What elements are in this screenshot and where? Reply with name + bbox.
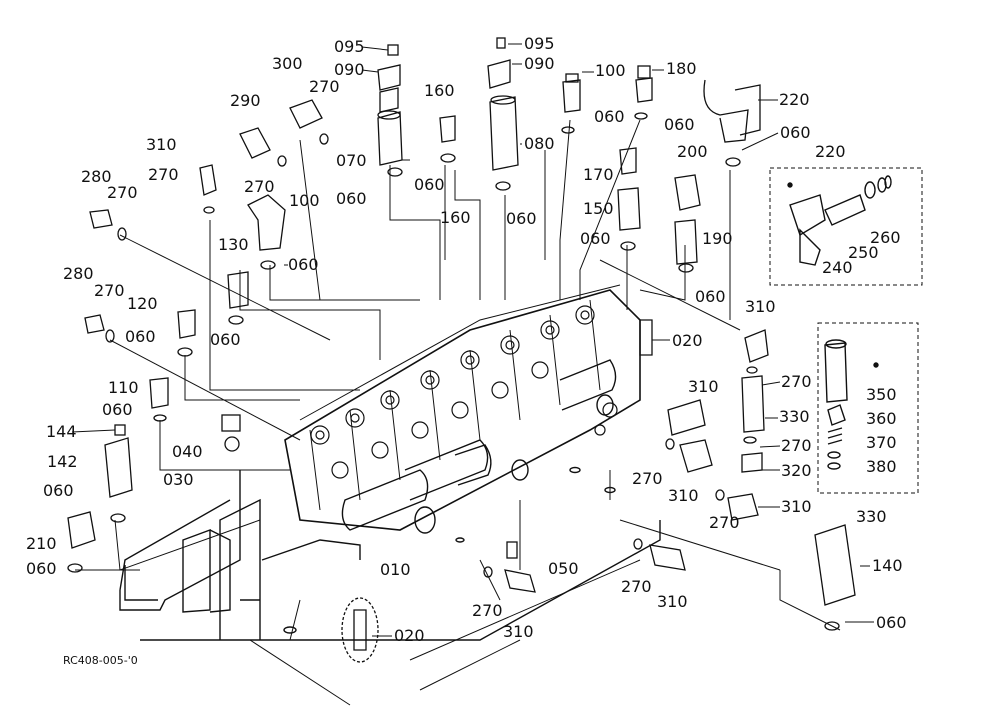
part-labels: 095 095 090 090 300 270 100 180 220 290 … <box>26 34 907 667</box>
label-200: 200 <box>677 142 708 161</box>
label-050: 050 <box>548 559 579 578</box>
label-095: 095 <box>524 34 555 53</box>
label-060: 060 <box>780 123 811 142</box>
label-270: 270 <box>94 281 125 300</box>
label-142: 142 <box>47 452 78 471</box>
label-060: 060 <box>506 209 537 228</box>
label-320: 320 <box>781 461 812 480</box>
label-270: 270 <box>621 577 652 596</box>
label-060: 060 <box>102 400 133 419</box>
label-270: 270 <box>148 165 179 184</box>
label-380: 380 <box>866 457 897 476</box>
label-140: 140 <box>872 556 903 575</box>
drawing-code: RC408-005-'0 <box>63 654 138 667</box>
label-110: 110 <box>108 378 139 397</box>
label-020: 020 <box>394 626 425 645</box>
label-330: 330 <box>856 507 887 526</box>
label-270: 270 <box>107 183 138 202</box>
label-connectors <box>71 43 874 637</box>
inset-330 <box>817 322 919 494</box>
label-330: 330 <box>779 407 810 426</box>
label-150: 150 <box>583 199 614 218</box>
label-210: 210 <box>26 534 57 553</box>
label-220: 220 <box>779 90 810 109</box>
label-170: 170 <box>583 165 614 184</box>
label-310: 310 <box>146 135 177 154</box>
parts <box>67 37 856 663</box>
leader-lines <box>75 119 841 631</box>
label-160: 160 <box>440 208 471 227</box>
label-270: 270 <box>781 436 812 455</box>
label-310: 310 <box>503 622 534 641</box>
label-160: 160 <box>424 81 455 100</box>
label-130: 130 <box>218 235 249 254</box>
label-010: 010 <box>380 560 411 579</box>
label-270: 270 <box>781 372 812 391</box>
label-060: 060 <box>43 481 74 500</box>
control-valve-body <box>284 284 641 534</box>
label-060: 060 <box>664 115 695 134</box>
inset-220 <box>769 167 923 286</box>
label-280: 280 <box>81 167 112 186</box>
label-090: 090 <box>334 60 365 79</box>
label-300: 300 <box>272 54 303 73</box>
label-040: 040 <box>172 442 203 461</box>
label-270: 270 <box>309 77 340 96</box>
label-095: 095 <box>334 37 365 56</box>
label-370: 370 <box>866 433 897 452</box>
label-240: 240 <box>822 258 853 277</box>
label-250: 250 <box>848 243 879 262</box>
label-060: 060 <box>580 229 611 248</box>
label-060: 060 <box>288 255 319 274</box>
label-144: 144 <box>46 422 77 441</box>
base-frame <box>119 466 661 706</box>
label-120: 120 <box>127 294 158 313</box>
label-350: 350 <box>866 385 897 404</box>
label-290: 290 <box>230 91 261 110</box>
label-060: 060 <box>876 613 907 632</box>
label-060: 060 <box>336 189 367 208</box>
label-270: 270 <box>709 513 740 532</box>
label-060: 060 <box>125 327 156 346</box>
label-280: 280 <box>63 264 94 283</box>
label-190: 190 <box>702 229 733 248</box>
label-060: 060 <box>414 175 445 194</box>
label-310: 310 <box>781 497 812 516</box>
label-030: 030 <box>163 470 194 489</box>
label-080: 080 <box>524 134 555 153</box>
label-260: 260 <box>870 228 901 247</box>
label-310: 310 <box>745 297 776 316</box>
label-020: 020 <box>672 331 703 350</box>
label-220: 220 <box>815 142 846 161</box>
label-270: 270 <box>632 469 663 488</box>
label-060: 060 <box>26 559 57 578</box>
label-360: 360 <box>866 409 897 428</box>
label-270: 270 <box>244 177 275 196</box>
label-060: 060 <box>594 107 625 126</box>
label-060: 060 <box>210 330 241 349</box>
label-270: 270 <box>472 601 503 620</box>
label-180: 180 <box>666 59 697 78</box>
label-310: 310 <box>657 592 688 611</box>
label-310: 310 <box>668 486 699 505</box>
label-070: 070 <box>336 151 367 170</box>
label-100: 100 <box>595 61 626 80</box>
label-090: 090 <box>524 54 555 73</box>
label-100: 100 <box>289 191 320 210</box>
label-060: 060 <box>695 287 726 306</box>
label-310: 310 <box>688 377 719 396</box>
